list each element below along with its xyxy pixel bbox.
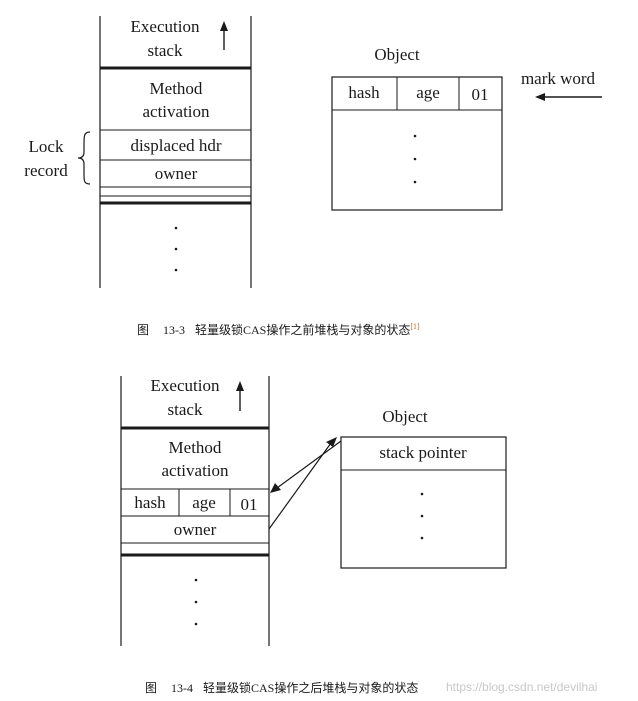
object2-ellipsis-dot	[420, 536, 424, 540]
stack2-owner: owner	[174, 520, 217, 539]
figure-2-dots	[194, 492, 424, 626]
stack1-method-line1: Method	[150, 79, 203, 98]
stack2-ellipsis-dot	[194, 578, 198, 582]
caption-13-3-footnote: [1]	[410, 322, 420, 331]
object2-ellipsis-dot	[420, 492, 424, 496]
pointer-to-stack-head	[270, 483, 281, 493]
stack1-displaced-hdr: displaced hdr	[130, 136, 221, 155]
mark-word-arrow-head	[535, 93, 545, 101]
stack2-title-line1: Execution	[151, 376, 220, 395]
object2-title: Object	[382, 407, 428, 426]
caption-13-4-fig: 图	[145, 681, 158, 695]
stack1-ellipsis-dot	[174, 247, 178, 251]
stack2-up-arrow-head	[236, 381, 244, 391]
stack1-up-arrow-head	[220, 21, 228, 31]
object1-ellipsis-dot	[413, 180, 417, 184]
caption-13-4-num: 13-4	[171, 681, 194, 695]
stack2-age: age	[192, 493, 216, 512]
lock-record-label-line1: Lock	[29, 137, 64, 156]
stack1-ellipsis-dot	[174, 268, 178, 272]
stack2-method-line2: activation	[161, 461, 229, 480]
stack1-method-line2: activation	[142, 102, 210, 121]
lock-record-brace	[77, 131, 91, 185]
stack1-title-line1: Execution	[131, 17, 200, 36]
stack2-title-line2: stack	[168, 400, 203, 419]
caption-13-4-text: 轻量级锁CAS操作之后堆栈与对象的状态	[203, 681, 419, 695]
stack2-ellipsis-dot	[194, 600, 198, 604]
stack2-hash: hash	[134, 493, 166, 512]
pointer-to-stack-line	[276, 440, 342, 489]
object2-box	[340, 436, 507, 569]
caption-13-3-text: 轻量级锁CAS操作之前堆栈与对象的状态	[195, 323, 411, 337]
caption-13-4: 图 13-4 轻量级锁CAS操作之后堆栈与对象的状态	[145, 679, 418, 696]
stack2-method-line1: Method	[169, 438, 222, 457]
figure-1-labels: Execution stack Method activation displa…	[24, 17, 595, 183]
figure-2	[120, 376, 507, 646]
object1-ellipsis-dot	[413, 157, 417, 161]
object2-stack-pointer: stack pointer	[379, 443, 467, 462]
stack1-title-line2: stack	[148, 41, 183, 60]
object1-box	[331, 76, 503, 211]
caption-13-3: 图 13-3 轻量级锁CAS操作之前堆栈与对象的状态[1]	[137, 321, 420, 338]
pointer-to-object-head	[326, 437, 337, 447]
object2-ellipsis-dot	[420, 514, 424, 518]
watermark: https://blog.csdn.net/devilhai	[446, 680, 598, 694]
figure-1	[77, 16, 602, 288]
caption-13-3-fig: 图	[137, 323, 150, 337]
mark-word-label: mark word	[521, 69, 596, 88]
stack1-owner: owner	[155, 164, 198, 183]
object1-title: Object	[374, 45, 420, 64]
lock-record-label-line2: record	[24, 161, 68, 180]
object1-age: age	[416, 83, 440, 102]
stack2-bits: 01	[241, 495, 258, 514]
caption-13-3-num: 13-3	[163, 323, 186, 337]
object1-hash: hash	[348, 83, 380, 102]
figure-2-labels: Execution stack Method activation hash a…	[134, 376, 467, 539]
stack1-ellipsis-dot	[174, 226, 178, 230]
pointer-to-object-line	[268, 442, 332, 530]
object1-ellipsis-dot	[413, 134, 417, 138]
stack2-ellipsis-dot	[194, 622, 198, 626]
figure-1-dots	[174, 134, 417, 272]
object1-bits: 01	[472, 85, 489, 104]
